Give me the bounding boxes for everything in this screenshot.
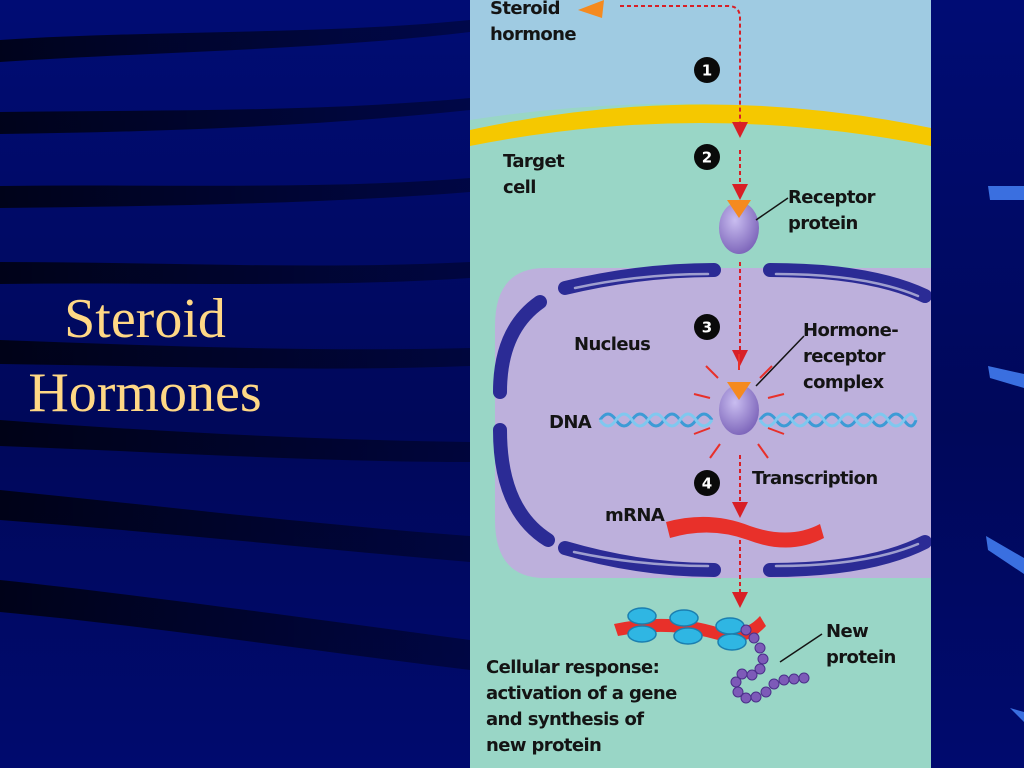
hormone-receptor-complex-icon xyxy=(719,382,759,435)
slide-title-line-1: Steroid xyxy=(64,288,226,350)
hormone-receptor-complex-label-line-2: receptor xyxy=(803,346,886,367)
dna-helix xyxy=(598,412,918,428)
receptor-leader-line xyxy=(755,197,789,221)
cellular-response-label-line-4: new protein xyxy=(486,735,601,756)
background-streaks xyxy=(0,20,470,670)
mrna-label: mRNA xyxy=(605,505,665,526)
step-number-2: 2 xyxy=(702,149,712,167)
slide-title-line-2: Hormones xyxy=(28,362,262,424)
nucleus-label: Nucleus xyxy=(574,334,650,355)
hormone-receptor-complex-label-line-1: Hormone- xyxy=(803,320,898,341)
complex-leader-line xyxy=(755,335,805,387)
target-cell-label-line-1: Target xyxy=(503,151,565,172)
new-protein-label-line-2: protein xyxy=(826,647,896,668)
plasma-membrane xyxy=(470,104,931,146)
new-protein-label-line-1: New xyxy=(826,621,868,642)
step-number-1: 1 xyxy=(702,62,712,80)
steroid-hormone-label-line-1: Steroid xyxy=(490,0,560,19)
step-marker-1: 1 xyxy=(694,57,720,83)
step-marker-4: 4 xyxy=(694,470,720,496)
new-protein-chain-icon xyxy=(730,624,810,704)
steroid-hormone-icon xyxy=(578,0,604,18)
target-cell-label-line-2: cell xyxy=(503,177,536,198)
transcription-label: Transcription xyxy=(752,468,878,489)
nucleoplasm xyxy=(495,268,931,578)
cellular-response-label-line-1: Cellular response: xyxy=(486,657,659,678)
burst-lines xyxy=(693,354,785,459)
mrna-strand-icon xyxy=(666,516,824,548)
right-edge-marks xyxy=(986,186,1024,722)
cellular-response-label-line-3: and synthesis of xyxy=(486,709,644,730)
slide-title: Steroid Hormones xyxy=(0,282,290,430)
nuclear-envelope xyxy=(493,263,931,577)
steroid-hormone-diagram: 1 2 3 4 Steroid hormone Target cell Rece… xyxy=(470,0,931,768)
steroid-hormone-label-line-2: hormone xyxy=(490,24,576,45)
pathway-arrow xyxy=(620,5,748,608)
cellular-response-label-line-2: activation of a gene xyxy=(486,683,677,704)
hormone-receptor-complex-label-line-3: complex xyxy=(803,372,884,393)
step-marker-3: 3 xyxy=(694,314,720,340)
ribosome-icons xyxy=(627,607,747,651)
step-marker-2: 2 xyxy=(694,144,720,170)
receptor-protein-label-line-2: protein xyxy=(788,213,858,234)
new-protein-leader-line xyxy=(779,633,823,663)
step-number-4: 4 xyxy=(702,475,712,493)
dna-label: DNA xyxy=(549,412,592,433)
receptor-protein-label-line-1: Receptor xyxy=(788,187,876,208)
receptor-protein-icon xyxy=(719,200,759,254)
step-number-3: 3 xyxy=(702,319,712,337)
